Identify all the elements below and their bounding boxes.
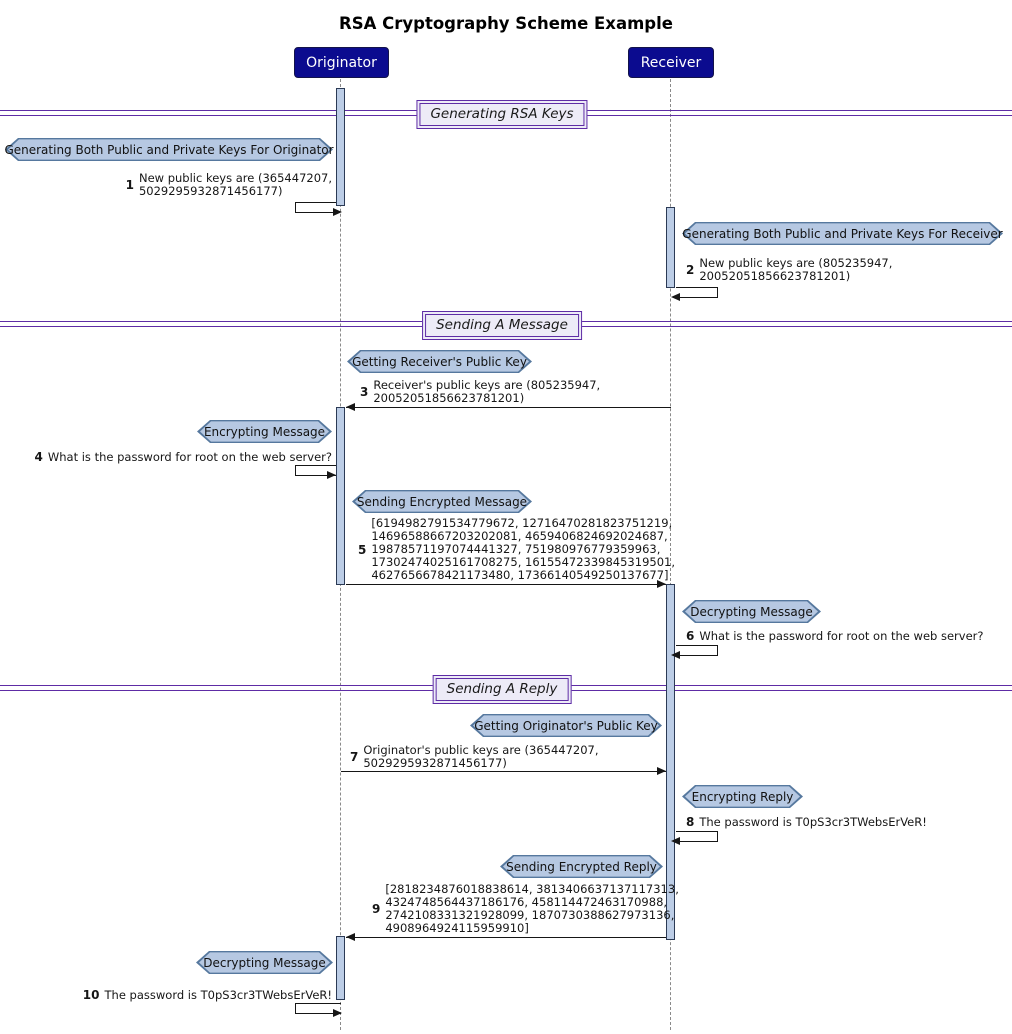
message-seq: 1 bbox=[125, 178, 134, 192]
note-encrypting-message: Encrypting Message bbox=[197, 420, 332, 443]
message-8: 8 The password is T0pS3cr3TWebsErVeR! bbox=[686, 815, 927, 829]
message-seq: 4 bbox=[34, 450, 43, 464]
self-message-loop bbox=[676, 645, 718, 656]
message-text: [2818234876018838614, 381340663713711731… bbox=[385, 882, 679, 935]
self-message-loop bbox=[676, 287, 718, 298]
arrowhead-right bbox=[657, 767, 666, 775]
actor-box-receiver: Receiver bbox=[628, 47, 714, 78]
self-message-loop bbox=[295, 202, 336, 213]
note-sending-encrypted-message: Sending Encrypted Message bbox=[352, 490, 532, 513]
message-text: What is the password for root on the web… bbox=[699, 628, 984, 643]
note-getting-originators-public-key: Getting Originator's Public Key bbox=[470, 714, 662, 737]
note-label: Sending Encrypted Reply bbox=[506, 859, 657, 874]
note-label: Generating Both Public and Private Keys … bbox=[682, 226, 1003, 241]
message-seq: 7 bbox=[350, 750, 359, 764]
message-text: The password is T0pS3cr3TWebsErVeR! bbox=[699, 814, 927, 829]
arrowhead-right bbox=[327, 471, 336, 479]
message-1: 1 New public keys are (365447207, 502929… bbox=[126, 172, 332, 198]
message-text: New public keys are (805235947, 20052051… bbox=[699, 256, 893, 283]
message-2: 2 New public keys are (805235947, 200520… bbox=[686, 257, 892, 283]
message-seq: 9 bbox=[372, 902, 381, 916]
note-sending-encrypted-reply: Sending Encrypted Reply bbox=[500, 855, 663, 878]
message-5: 5 [6194982791534779672, 1271647028182375… bbox=[358, 517, 675, 582]
message-line bbox=[346, 937, 666, 938]
divider-sending-a-reply: Sending A Reply bbox=[432, 675, 572, 704]
arrowhead-left bbox=[346, 933, 355, 941]
divider-label: Sending A Reply bbox=[435, 678, 569, 701]
activation-bar-originator-1 bbox=[336, 88, 345, 206]
self-message-loop bbox=[295, 465, 336, 476]
arrowhead-right bbox=[333, 1009, 342, 1017]
self-message-loop bbox=[295, 1003, 341, 1014]
message-text: The password is T0pS3cr3TWebsErVeR! bbox=[104, 987, 333, 1002]
message-seq: 6 bbox=[686, 629, 695, 643]
activation-bar-originator-3 bbox=[336, 936, 345, 1000]
arrowhead-left bbox=[671, 293, 680, 301]
arrowhead-left bbox=[671, 837, 680, 845]
note-encrypting-reply: Encrypting Reply bbox=[682, 785, 803, 808]
activation-bar-receiver-2 bbox=[666, 584, 675, 940]
divider-generating-rsa-keys: Generating RSA Keys bbox=[416, 100, 588, 129]
message-3: 3 Receiver's public keys are (805235947,… bbox=[360, 379, 600, 405]
message-seq: 8 bbox=[686, 815, 695, 829]
message-text: New public keys are (365447207, 50292959… bbox=[138, 171, 332, 198]
activation-bar-receiver-1 bbox=[666, 207, 675, 288]
self-message-loop bbox=[676, 831, 718, 842]
actor-box-originator: Originator bbox=[294, 47, 389, 78]
diagram-title: RSA Cryptography Scheme Example bbox=[339, 14, 673, 33]
message-4: 4 What is the password for root on the w… bbox=[35, 450, 333, 464]
arrowhead-right bbox=[657, 580, 666, 588]
note-label: Decrypting Message bbox=[690, 604, 813, 619]
actor-label-receiver: Receiver bbox=[640, 54, 702, 71]
note-label: Getting Receiver's Public Key bbox=[352, 354, 527, 369]
actor-label-originator: Originator bbox=[306, 54, 377, 71]
note-label: Sending Encrypted Message bbox=[356, 494, 528, 509]
message-text: What is the password for root on the web… bbox=[47, 449, 332, 464]
arrowhead-right bbox=[333, 208, 342, 216]
note-decrypting-message: Decrypting Message bbox=[682, 600, 821, 623]
message-line bbox=[346, 584, 666, 585]
message-6: 6 What is the password for root on the w… bbox=[686, 629, 984, 643]
note-label: Generating Both Public and Private Keys … bbox=[4, 142, 334, 157]
note-getting-receivers-public-key: Getting Receiver's Public Key bbox=[347, 350, 532, 373]
arrowhead-left bbox=[671, 651, 680, 659]
message-seq: 3 bbox=[360, 385, 369, 399]
note-label: Encrypting Reply bbox=[691, 789, 794, 804]
divider-sending-a-message: Sending A Message bbox=[422, 311, 582, 340]
note-decrypting-message-2: Decrypting Message bbox=[196, 951, 333, 974]
message-line bbox=[346, 407, 671, 408]
message-7: 7 Originator's public keys are (36544720… bbox=[350, 744, 599, 770]
message-text: Receiver's public keys are (805235947, 2… bbox=[373, 378, 601, 405]
message-text: [6194982791534779672, 127164702818237512… bbox=[371, 516, 675, 582]
message-line bbox=[341, 771, 666, 772]
message-seq: 2 bbox=[686, 263, 695, 277]
activation-bar-originator-2 bbox=[336, 407, 345, 585]
message-seq: 10 bbox=[82, 988, 100, 1002]
message-10: 10 The password is T0pS3cr3TWebsErVeR! bbox=[83, 988, 332, 1002]
divider-label: Generating RSA Keys bbox=[419, 103, 585, 126]
note-label: Decrypting Message bbox=[203, 955, 326, 970]
arrowhead-left bbox=[346, 403, 355, 411]
message-seq: 5 bbox=[358, 542, 367, 557]
note-label: Encrypting Message bbox=[203, 424, 326, 439]
note-generating-keys-originator: Generating Both Public and Private Keys … bbox=[4, 138, 334, 161]
lifeline-receiver bbox=[670, 79, 671, 1030]
message-9: 9 [2818234876018838614, 3813406637137117… bbox=[372, 883, 679, 935]
note-label: Getting Originator's Public Key bbox=[474, 718, 658, 733]
note-generating-keys-receiver: Generating Both Public and Private Keys … bbox=[682, 222, 1003, 245]
divider-label: Sending A Message bbox=[425, 314, 579, 337]
message-text: Originator's public keys are (365447207,… bbox=[363, 743, 599, 770]
